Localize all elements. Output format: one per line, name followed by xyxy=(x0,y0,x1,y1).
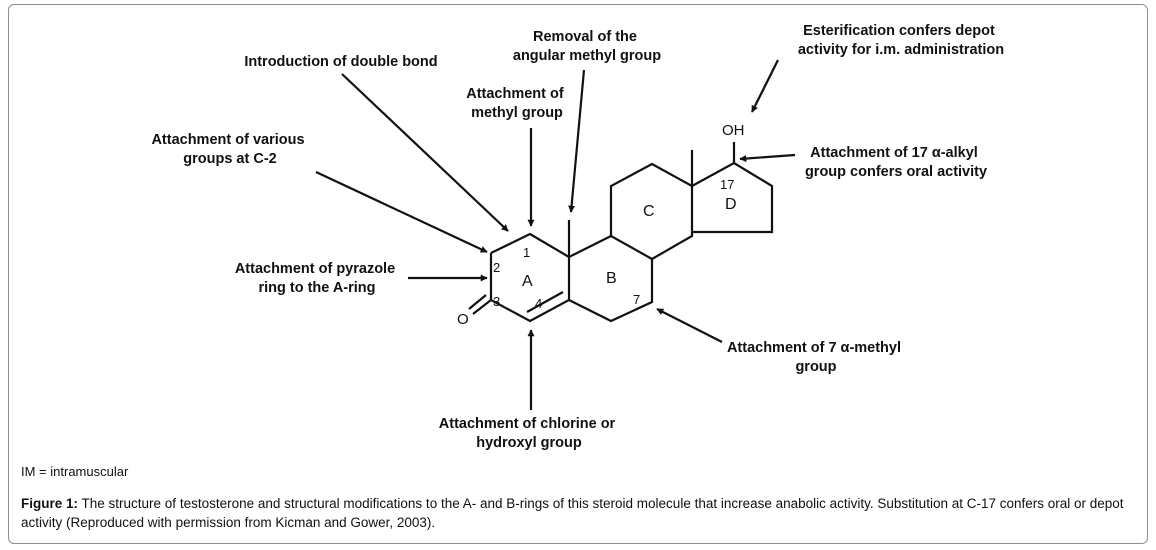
label-depot: Esterification confers depot activity fo… xyxy=(798,23,1004,58)
footnote: IM = intramuscular xyxy=(21,464,129,479)
ring-b-bonds xyxy=(568,234,654,323)
figure-frame xyxy=(8,4,1148,544)
arrow-angular-methyl xyxy=(568,69,586,213)
position-17: 17 xyxy=(720,177,734,192)
label-17-alkyl: Attachment of 17 α-alkyl group confers o… xyxy=(805,145,987,180)
ring-a-label: A xyxy=(522,273,533,290)
arrow-17-alkyl xyxy=(739,153,796,163)
label-chlorine: Attachment of chlorine or hydroxyl group xyxy=(439,416,619,451)
position-7: 7 xyxy=(633,292,640,307)
annotation-arrows xyxy=(315,59,796,410)
arrow-depot xyxy=(751,59,779,113)
position-1: 1 xyxy=(523,245,530,260)
label-double-bond: Introduction of double bond xyxy=(244,54,437,70)
hydroxyl-label: OH xyxy=(722,122,745,139)
label-pyrazole: Attachment of pyrazole ring to the A-rin… xyxy=(235,261,399,296)
label-methyl-group: Attachment of methyl group xyxy=(466,86,568,121)
arrow-double-bond xyxy=(341,73,509,232)
position-3: 3 xyxy=(493,294,500,309)
label-angular-methyl: Removal of the angular methyl group xyxy=(513,29,661,64)
ring-c-label: C xyxy=(643,203,655,220)
ring-d-bonds xyxy=(691,161,774,234)
ring-c-bonds xyxy=(609,162,694,260)
label-7-methyl: Attachment of 7 α-methyl group xyxy=(727,340,905,375)
carbonyl-bond-2 xyxy=(468,294,487,310)
label-c2: Attachment of various groups at C-2 xyxy=(151,132,308,167)
caption-label: Figure 1: xyxy=(21,496,79,511)
double-bond-c4 xyxy=(526,291,564,313)
position-2: 2 xyxy=(493,260,500,275)
arrow-c2 xyxy=(315,171,488,253)
figure-caption: Figure 1: The structure of testosterone … xyxy=(21,494,1136,532)
position-4: 4 xyxy=(535,296,542,311)
oxygen-atom: O xyxy=(457,311,469,328)
ring-d-label: D xyxy=(725,196,737,213)
caption-text: The structure of testosterone and struct… xyxy=(21,496,1124,530)
ring-b-label: B xyxy=(606,270,617,287)
arrow-7-methyl xyxy=(656,308,723,343)
carbonyl-bond xyxy=(472,299,492,315)
